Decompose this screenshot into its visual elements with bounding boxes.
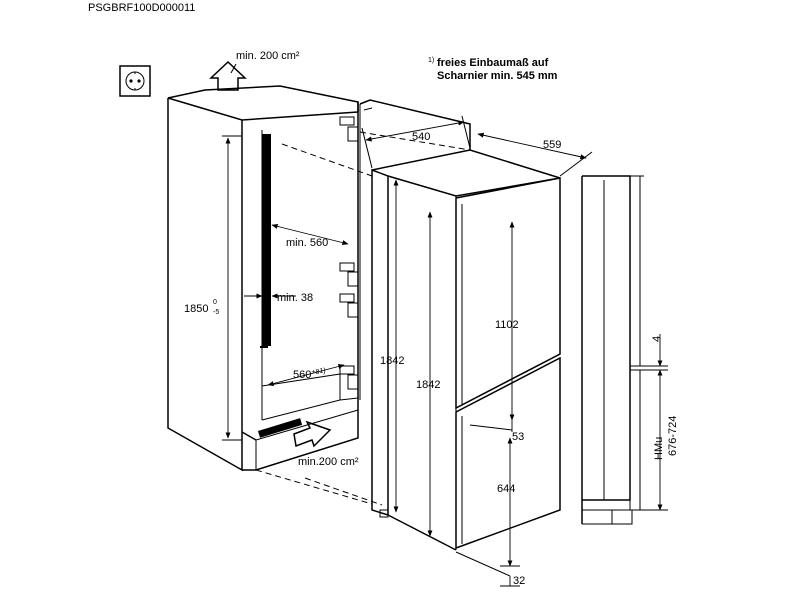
niche-height-tol-minus: -5 bbox=[213, 309, 219, 316]
niche-width-label: min. 560 bbox=[286, 237, 328, 249]
air-flow-arrow-icon bbox=[293, 420, 332, 448]
hinge-bottom bbox=[339, 365, 359, 390]
appliance-body-height-label: 1842 bbox=[380, 355, 404, 367]
appliance-body bbox=[371, 149, 561, 551]
niche-cabinet bbox=[167, 85, 359, 472]
niche-depth-label: 560+81) bbox=[293, 368, 326, 381]
footnote-line1: freies Einbaumaß auf bbox=[437, 57, 549, 69]
niche-back-gap-label: min. 38 bbox=[277, 292, 313, 304]
air-flow-arrow-icon bbox=[209, 60, 247, 91]
lower-door-label: 644 bbox=[497, 483, 515, 495]
upper-door-label: 1102 bbox=[495, 319, 519, 331]
door-gap-label: 53 bbox=[512, 431, 524, 443]
niche-height-label: 1850 bbox=[184, 303, 208, 315]
bottom-gap-label: 32 bbox=[513, 575, 525, 587]
appliance-width-label: 540 bbox=[412, 131, 430, 143]
niche-height-tol-plus: 0 bbox=[213, 299, 217, 306]
ventilation-top-label: min. 200 cm² bbox=[236, 50, 300, 62]
hinge-top bbox=[339, 116, 359, 142]
power-socket-icon bbox=[119, 65, 151, 97]
dim-niche-height bbox=[222, 135, 242, 441]
footnote-marker: 1) bbox=[428, 57, 434, 64]
appliance-upper-door bbox=[455, 177, 561, 410]
kitchen-door-side-view bbox=[581, 175, 644, 525]
ventilation-bottom-label: min.200 cm² bbox=[298, 456, 359, 468]
appliance-door-height-label: 1842 bbox=[416, 379, 440, 391]
hinge-middle-upper bbox=[339, 262, 359, 287]
appliance-depth-label: 559 bbox=[543, 139, 561, 151]
kitchen-door-label: HMu bbox=[653, 437, 665, 460]
cabinet-door-open bbox=[359, 99, 471, 400]
product-code: PSGBRF100D000011 bbox=[88, 2, 195, 14]
appliance-lower-door bbox=[455, 356, 561, 550]
kitchen-door-gap-label: 4 bbox=[651, 336, 663, 342]
footnote-line2: Scharnier min. 545 mm bbox=[437, 70, 558, 82]
hinge-middle-lower bbox=[339, 293, 359, 318]
kitchen-door-range: 676-724 bbox=[667, 416, 679, 456]
